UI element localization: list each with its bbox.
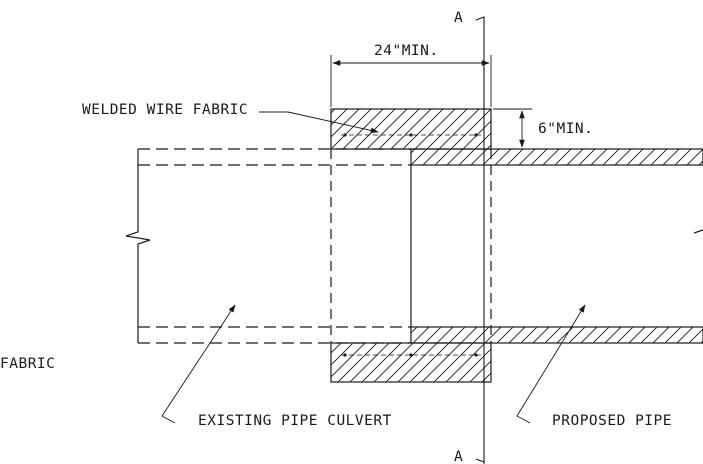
proposed-pipe-label: PROPOSED PIPE <box>552 413 672 429</box>
proposed-pipe-leader <box>516 304 586 424</box>
existing-pipe-break-line <box>125 149 151 343</box>
fabric-dots <box>343 133 478 357</box>
welded-wire-fabric-lines <box>341 134 481 356</box>
collar-outline <box>330 149 492 343</box>
collar-bottom-section <box>330 342 492 383</box>
proposed-pipe-top-wall <box>410 148 703 166</box>
welded-wire-fabric-label: WELDED WIRE FABRIC <box>82 102 249 118</box>
existing-pipe-leader <box>161 304 236 424</box>
welded-wire-fabric-leader <box>259 111 379 134</box>
section-line-a-a <box>475 16 485 464</box>
existing-pipe-label: EXISTING PIPE CULVERT <box>198 413 392 429</box>
width-dimension <box>330 55 492 107</box>
thickness-dimension <box>493 108 532 150</box>
fabric-partial-label: FABRIC <box>0 356 56 372</box>
existing-pipe-outline <box>138 148 411 344</box>
section-mark-top: A <box>454 10 464 26</box>
width-dimension-label: 24"MIN. <box>374 43 439 59</box>
proposed-pipe-break-mark <box>693 229 703 234</box>
proposed-pipe-bottom-wall <box>410 326 703 344</box>
section-mark-bottom: A <box>454 449 464 464</box>
thickness-dimension-label: 6"MIN. <box>538 121 594 137</box>
collar-top-section <box>330 108 492 150</box>
